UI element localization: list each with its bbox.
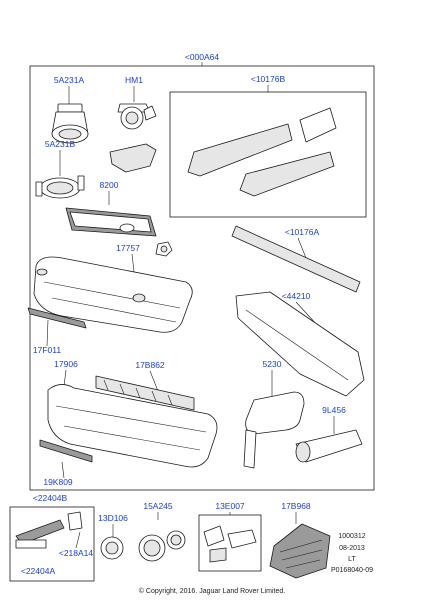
trim-strip-10176a [231,225,361,293]
horn-hm1 [117,103,157,130]
callout-000a64[interactable]: <000A64 [185,52,220,62]
reinforcement-17b862 [95,375,195,411]
bracket-17f011 [27,307,87,329]
meta-line-4: P0168040-09 [331,567,373,574]
bracket-19k809 [39,439,93,463]
callout-19k809[interactable]: 19K809 [43,477,73,487]
copyright-notice: © Copyright, 2016. Jaguar Land Rover Lim… [139,587,285,595]
callout-5a231b[interactable]: 5A231B [45,139,76,149]
tow-eye-cover-assembly [15,511,83,549]
undertray-44210 [235,291,365,397]
callout-17906[interactable]: 17906 [54,359,78,369]
callout-5a231a[interactable]: 5A231A [54,75,85,85]
callout-218a14[interactable]: <218A14 [59,548,94,558]
callout-17f011[interactable]: 17F011 [33,345,61,355]
grille-8200 [65,207,157,237]
callout-44210[interactable]: <44210 [282,291,311,301]
fog-lamp-13d106 [100,536,124,560]
callout-hm1[interactable]: HM1 [125,75,143,85]
callout-5230[interactable]: 5230 [263,359,282,369]
callout-17757[interactable]: 17757 [116,243,140,253]
callout-17b968[interactable]: 17B968 [281,501,311,511]
callout-17b862[interactable]: 17B862 [135,360,165,370]
sensor-15a245 [138,530,186,562]
bracket-5a231a [51,103,89,144]
leader-lines [46,62,335,549]
callout-22404b[interactable]: <22404B [33,493,68,503]
rear-bumper-17906 [47,384,218,468]
callout-8200[interactable]: 8200 [100,180,119,190]
clamp-5a231b [35,175,85,199]
callout-13e007[interactable]: 13E007 [215,501,245,511]
lamp-covers-13e007 [203,525,257,563]
exhaust-tip-9l456 [295,429,363,463]
meta-line-2: 08-2013 [339,545,365,552]
mouldings-10176b [187,107,337,197]
grille-insert-17b968 [269,523,331,579]
callout-10176a[interactable]: <10176A [285,227,320,237]
callout-10176b[interactable]: <10176B [251,74,286,84]
muffler-5230 [243,391,305,469]
front-bumper-17757 [33,256,193,333]
meta-line-3: LT [348,556,356,563]
callout-22404a[interactable]: <22404A [21,566,56,576]
callout-9l456[interactable]: 9L456 [322,405,346,415]
callout-13d106[interactable]: 13D106 [98,513,128,523]
callout-15a245[interactable]: 15A245 [143,501,173,511]
nut [155,241,173,257]
sub-assembly-frame-22404b [9,506,95,582]
mounting-bracket [109,143,157,173]
meta-line-1: 1000312 [338,533,365,540]
